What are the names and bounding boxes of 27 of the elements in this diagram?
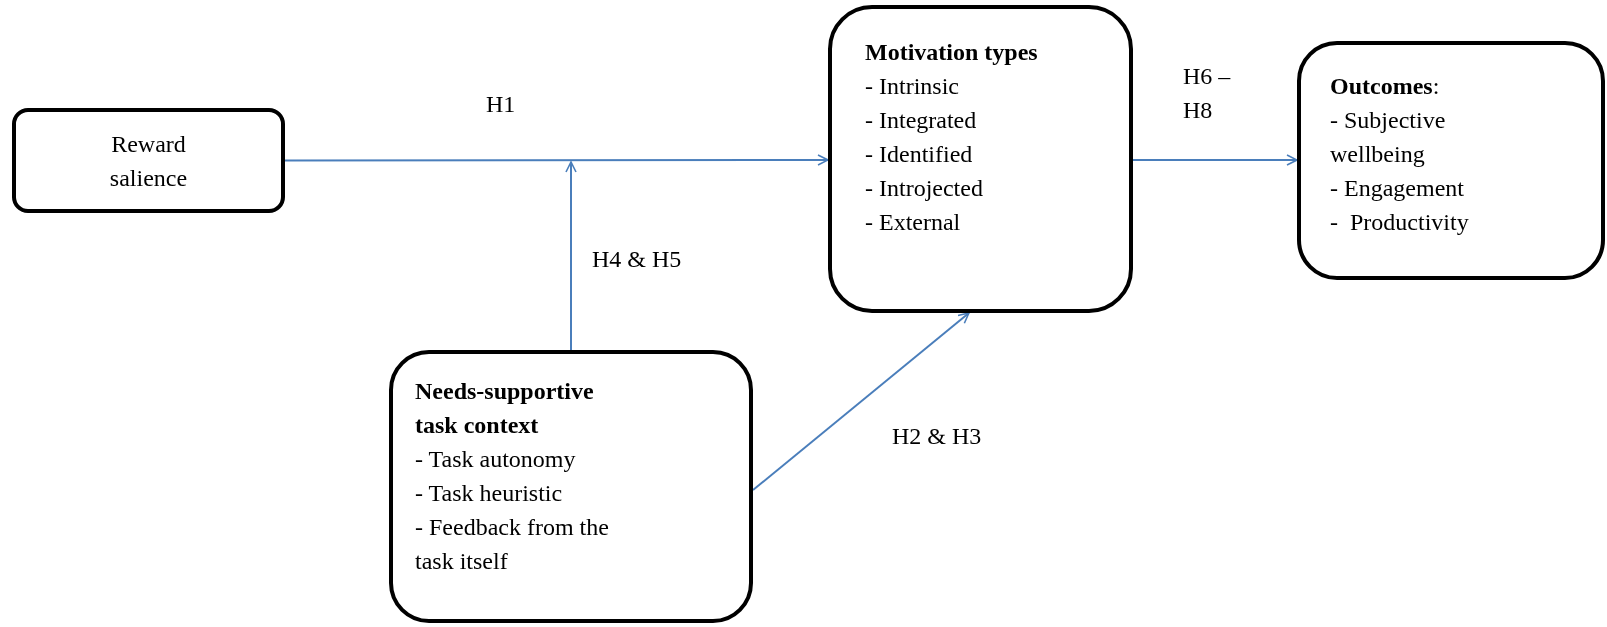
box-text: - Identified bbox=[865, 140, 973, 169]
rounded-box bbox=[828, 5, 1133, 313]
arrow bbox=[1132, 154, 1298, 166]
arrow bbox=[752, 312, 970, 492]
box-text: Reward salience bbox=[108, 129, 189, 193]
rounded-box bbox=[12, 108, 285, 213]
edge-label: H2 & H3 bbox=[892, 422, 983, 451]
box-text: - Engagement bbox=[1330, 174, 1464, 203]
box-text: - Task heuristic bbox=[415, 479, 563, 508]
box-text: - Introjected bbox=[865, 174, 983, 203]
rounded-box bbox=[1297, 41, 1605, 280]
edge-label: H6 – H8 bbox=[1183, 62, 1232, 125]
box-text: - Subjective wellbeing bbox=[1330, 106, 1447, 169]
rounded-box bbox=[389, 350, 753, 623]
arrow bbox=[284, 154, 829, 166]
box-text: - Integrated bbox=[865, 106, 977, 135]
box-heading: Motivation types bbox=[865, 38, 1038, 67]
box-text: - External bbox=[865, 208, 961, 237]
edge-label: H4 & H5 bbox=[592, 245, 683, 274]
box-text: - Productivity bbox=[1330, 208, 1469, 237]
box-text: - Task autonomy bbox=[415, 445, 576, 474]
box-text: Outcomes: bbox=[1330, 72, 1440, 101]
edge-label: H1 bbox=[486, 90, 517, 119]
box-text: - Intrinsic bbox=[865, 72, 959, 101]
box-heading: Needs-supportive task context bbox=[415, 377, 595, 440]
box-text: - Feedback from the task itself bbox=[415, 513, 610, 576]
arrow bbox=[565, 161, 577, 351]
